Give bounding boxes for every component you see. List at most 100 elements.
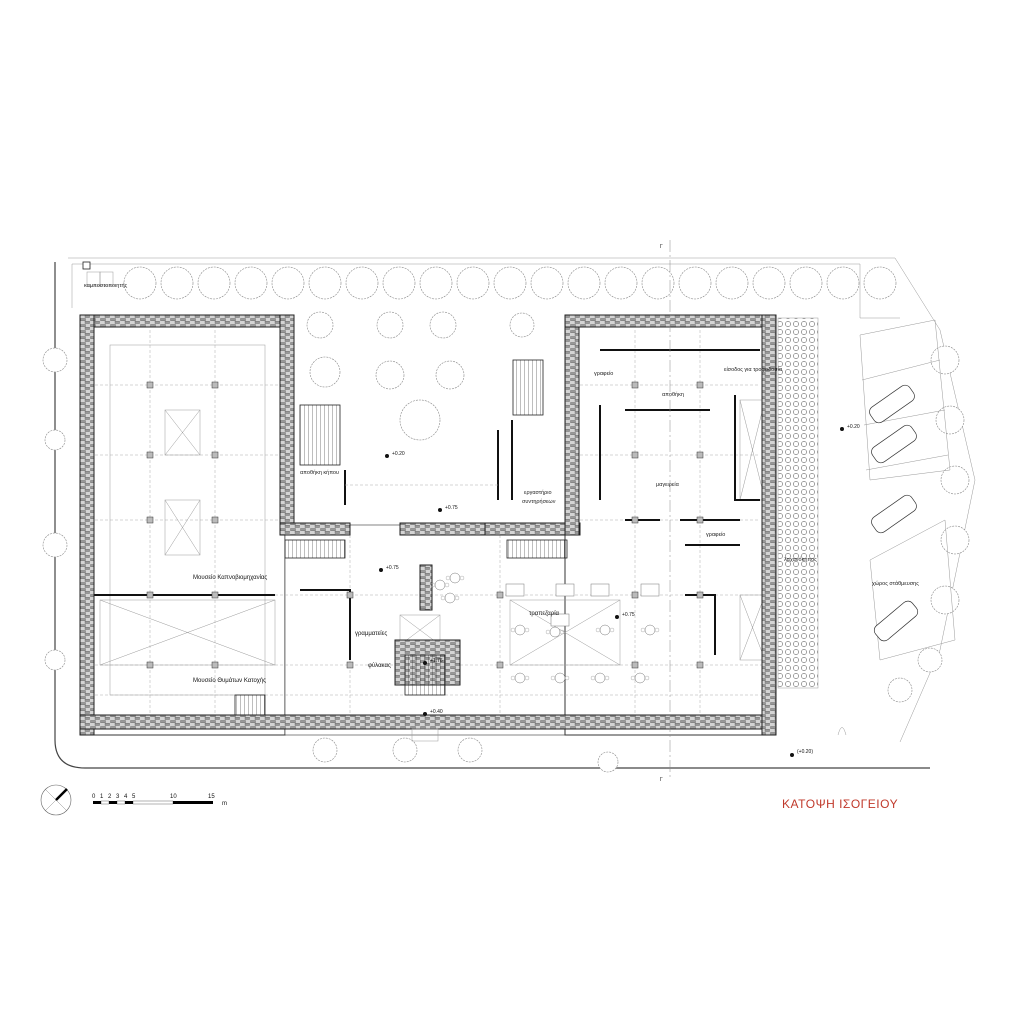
tree-icon: [935, 405, 965, 435]
scale-tick: 10: [170, 794, 177, 800]
label-compost: καμποστοποιητής: [84, 282, 128, 289]
tree-icon: [234, 266, 268, 300]
table-icon: [555, 583, 575, 597]
elevation-street: (+0.20): [797, 749, 813, 755]
main-entrance: [411, 727, 847, 742]
tree-icon: [306, 311, 334, 339]
column: [696, 591, 704, 599]
elevation-entrance: +0.40: [430, 709, 443, 715]
room-labels: καμποστοποιητής αποθήκη κήπου εργαστήριο…: [84, 282, 919, 684]
table-icon: [440, 592, 460, 604]
section-marker-top: Γ: [660, 244, 663, 250]
scale-tick: 3: [116, 794, 120, 800]
building: [79, 314, 776, 736]
tree-icon: [375, 360, 405, 390]
column: [631, 661, 639, 669]
scale-tick: 5: [132, 794, 136, 800]
label-tobacco-museum: Μουσείο Καπνοβιομηχανίας: [193, 575, 267, 581]
table-icon: [510, 624, 530, 636]
table-icon: [510, 672, 530, 684]
column: [696, 661, 704, 669]
tree-icon: [509, 312, 535, 338]
column: [146, 451, 154, 459]
car-icon: [871, 424, 917, 464]
scale-tick: 15: [208, 794, 215, 800]
tree-icon: [493, 266, 527, 300]
tree-icon: [887, 677, 913, 703]
column: [631, 451, 639, 459]
elevation-marker: +0.75: [379, 565, 399, 572]
column: [346, 591, 354, 599]
label-workshop-2: συντηρήσεων: [522, 498, 556, 505]
column: [211, 661, 219, 669]
label-vegetable-garden: λαχανόκηπος: [784, 556, 817, 563]
tree-icon: [44, 429, 66, 451]
label-workshop-1: εργαστήριο: [524, 489, 552, 496]
column: [631, 591, 639, 599]
tree-icon: [345, 266, 379, 300]
scale-tick: 4: [124, 794, 128, 800]
tree-icon: [271, 266, 305, 300]
table-icon: [550, 672, 570, 684]
elevation-marker: +0.20: [840, 424, 860, 431]
column: [211, 591, 219, 599]
tree-icon: [917, 647, 943, 673]
tree-icon: [930, 585, 960, 615]
tree-icon: [457, 737, 483, 763]
tree-icon: [530, 266, 564, 300]
elevation-hall: +0.75: [386, 565, 399, 571]
section-line: Γ Γ: [660, 240, 671, 783]
column: [696, 451, 704, 459]
tree-icon: [376, 311, 404, 339]
tree-icon: [789, 266, 823, 300]
tree-icon: [392, 737, 418, 763]
column: [211, 516, 219, 524]
table-icon: [640, 583, 660, 597]
table-icon: [595, 624, 615, 636]
tree-icon: [382, 266, 416, 300]
column: [146, 381, 154, 389]
elevation-corridor: +0.75: [445, 505, 458, 511]
tree-icon: [309, 356, 341, 388]
table-icon: [430, 579, 450, 591]
tree-icon: [399, 399, 441, 441]
elevation-stair: +1.76: [430, 658, 443, 664]
column: [346, 661, 354, 669]
tree-icon: [42, 347, 68, 373]
table-icon: [550, 613, 570, 627]
car-icon: [869, 384, 915, 424]
table-icon: [630, 672, 650, 684]
tree-icon: [44, 649, 66, 671]
column: [146, 661, 154, 669]
tree-icon: [863, 266, 897, 300]
scale-unit: m: [222, 801, 227, 807]
tree-icon: [940, 525, 970, 555]
column: [696, 516, 704, 524]
elevation-courtyard: +0.20: [392, 451, 405, 457]
label-secretariat: γραμματείες: [355, 631, 387, 637]
drawing-title: ΚΑΤΟΨΗ ΙΣΟΓΕΙΟΥ: [782, 797, 898, 811]
column: [496, 661, 504, 669]
column: [696, 381, 704, 389]
elevation-marker: +1.76: [423, 658, 443, 665]
tree-icon: [752, 266, 786, 300]
vegetable-garden-beds: [777, 317, 819, 689]
column: [146, 516, 154, 524]
tree-icon: [604, 266, 638, 300]
tree-icon: [197, 266, 231, 300]
elevation-marker: +0.40: [423, 709, 443, 716]
tree-icon: [826, 266, 860, 300]
label-office-right: γραφείο: [706, 532, 725, 538]
elevation-marker: +0.75: [615, 612, 635, 619]
table-icon: [640, 624, 660, 636]
tree-icon: [308, 266, 342, 300]
parking-area: [859, 319, 956, 661]
tree-icon: [940, 465, 970, 495]
tree-icon: [429, 311, 457, 339]
scale-tick: 0: [92, 794, 96, 800]
tree-icon: [678, 266, 712, 300]
car-icon: [871, 494, 917, 534]
label-occupation-museum: Μουσείο Θυμάτων Κατοχής: [193, 677, 266, 684]
column: [631, 516, 639, 524]
